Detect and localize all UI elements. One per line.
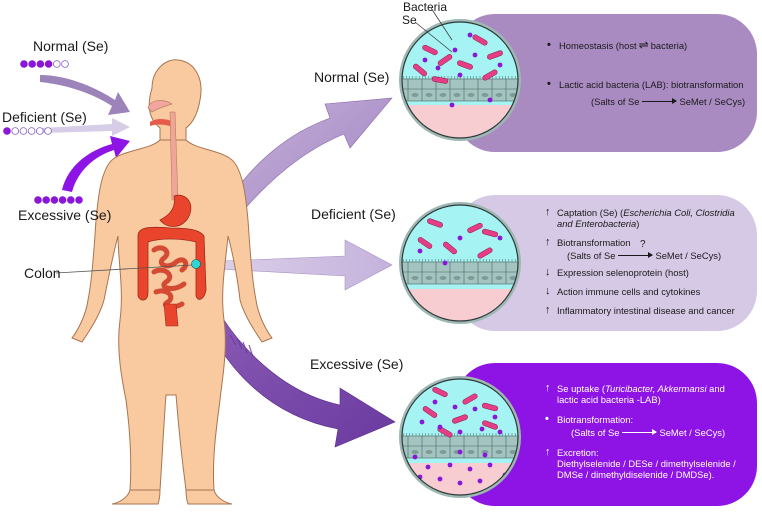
excessive-uptake-item: ↑ Se uptake (Turicibacter, Akkermansi an… [545, 382, 725, 406]
normal-intake-dots [20, 60, 69, 68]
intake-dot-filled [36, 60, 45, 68]
intake-dot-empty [35, 127, 44, 135]
intake-dot-filled [20, 60, 28, 68]
normal-lab-item: • Lactic acid bacteria (LAB): biotransfo… [547, 78, 744, 91]
excessive-intake-arrow [62, 136, 130, 192]
excessive-panel-text: ↑ Se uptake (Turicibacter, Akkermansi an… [545, 383, 745, 491]
intake-dot-filled [3, 127, 11, 135]
deficient-intake-label: Deficient (Se) [2, 109, 87, 125]
se-pointer [414, 21, 453, 53]
intake-dot-filled [75, 196, 83, 204]
normal-panel-title: Normal (Se) [314, 69, 390, 85]
large-intestine [137, 226, 207, 301]
se-label: Se [402, 13, 417, 27]
excessive-panel-title: Excessive (Se) [310, 356, 404, 372]
deficient-intake-dots [3, 127, 52, 135]
deficient-panel-text: ↑ Captation (Se) (Escherichia Coli, Clos… [545, 207, 750, 327]
colon-label: Colon [24, 265, 61, 281]
rectum [163, 303, 179, 327]
deficient-expression-item: ↓Expression selenoprotein (host) [545, 266, 689, 279]
colon-marker [191, 259, 201, 269]
deficient-panel-box [455, 195, 757, 331]
deficient-immune-item: ↓Action immune cells and cytokines [545, 285, 701, 298]
intake-dot-filled [34, 196, 42, 204]
excessive-excretion-item: ↑ Excretion:Diethylselenide / DESe / dim… [545, 446, 736, 481]
normal-intake-arrow [40, 75, 130, 115]
intake-dot-empty [27, 127, 36, 135]
stomach [159, 194, 192, 227]
intake-dot-filled [67, 196, 75, 204]
intake-dot-empty [11, 127, 19, 135]
excessive-intake-label: Excessive (Se) [18, 207, 112, 223]
normal-intake-label: Normal (Se) [33, 38, 109, 54]
bacteria-label: Bacteria [403, 0, 448, 14]
intake-dot-empty [52, 60, 61, 68]
intake-dot-empty [19, 127, 28, 135]
deficient-captation-item: ↑ Captation (Se) (Escherichia Coli, Clos… [545, 206, 735, 230]
deficient-flow-arrow [199, 239, 393, 291]
deficient-gut-cross-section [399, 202, 521, 324]
intake-dot-empty [44, 127, 52, 135]
colon-leader-line [55, 264, 194, 274]
intake-dot-filled [58, 196, 67, 204]
nasal-passage [147, 100, 173, 113]
intake-dot-empty [61, 60, 69, 68]
normal-panel-text: • Homeostasis (host⇌bacteria) • Lactic a… [547, 38, 747, 107]
deficient-intake-arrow [42, 118, 130, 136]
mouth [150, 119, 174, 126]
deficient-panel-title: Deficient (Se) [311, 206, 396, 222]
intake-dot-filled [44, 60, 53, 68]
excessive-panel-box [455, 363, 757, 506]
excessive-intake-dots [34, 196, 83, 204]
bacteria-pointer [430, 7, 453, 41]
deficient-inflammatory-item: ↑Inflammatory intestinal disease and can… [545, 304, 735, 317]
intake-dot-filled [42, 196, 50, 204]
normal-gut-cross-section [399, 19, 521, 141]
normal-panel-box [455, 14, 757, 152]
normal-homeostasis-item: • Homeostasis (host⇌bacteria) [547, 38, 688, 52]
intake-dot-filled [50, 196, 59, 204]
intake-dot-filled [28, 60, 37, 68]
